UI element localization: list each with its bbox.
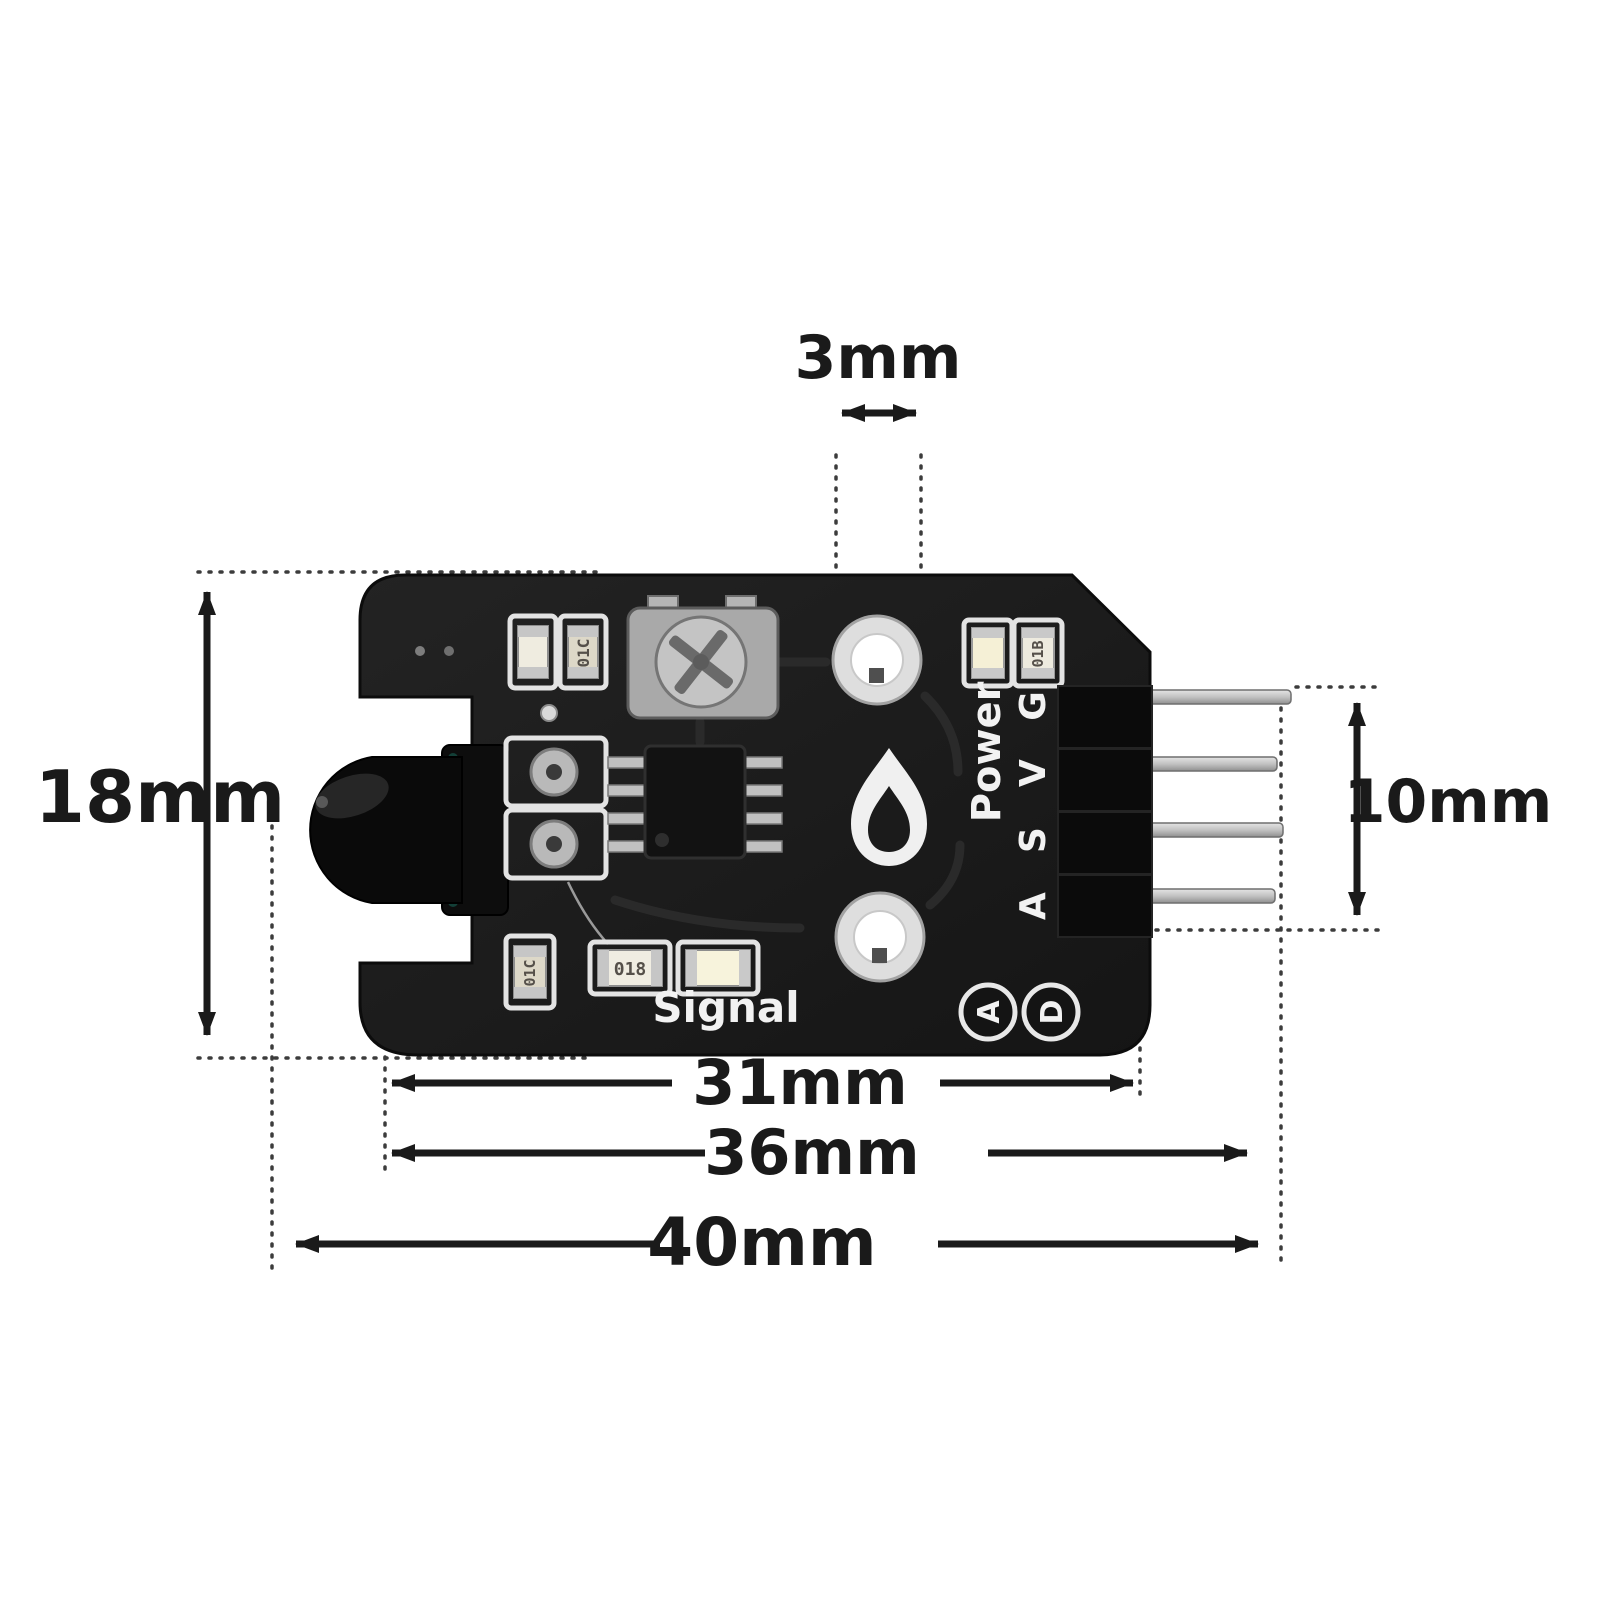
- jumper-pad-a: [958, 982, 1018, 1042]
- hole-center-marker: [869, 668, 884, 683]
- test-pad-dot: [540, 704, 558, 722]
- dim-10mm-label: 10mm: [1344, 767, 1553, 837]
- smd-label: 018: [614, 959, 647, 980]
- smd-silk: [507, 613, 559, 691]
- pot-screw-center: [693, 654, 709, 670]
- via-dot: [415, 646, 425, 656]
- ic-chip: [607, 744, 783, 860]
- pin-label-s: S: [1013, 827, 1054, 853]
- jumper-pad-d: [1021, 982, 1081, 1042]
- ir-led-gloss: [315, 773, 389, 819]
- pin-label-v: V: [1013, 759, 1054, 787]
- pad-silk-bottom: [503, 807, 609, 881]
- smd-power-led: [971, 627, 1005, 679]
- ir-led-dome: [309, 756, 463, 904]
- dim-40mm-label: 40mm: [647, 1204, 876, 1281]
- smd-silk: [503, 933, 557, 1011]
- solder-pad-hole: [546, 836, 562, 852]
- smd-led: [517, 625, 549, 679]
- smd-silk: [1011, 617, 1065, 689]
- pcb-traces: [610, 657, 965, 933]
- signal-label: Signal: [652, 983, 799, 1032]
- via-dot: [444, 646, 454, 656]
- hole-center-marker: [872, 948, 887, 963]
- ic-body: [643, 744, 747, 860]
- header-plastic: [1057, 685, 1153, 938]
- dim-31mm-label: 31mm: [692, 1046, 908, 1119]
- smd-resistor: 01C: [513, 945, 547, 999]
- smd-resistor: 01B: [1021, 627, 1055, 679]
- smd-label: 01C: [521, 959, 539, 986]
- dimension-annotations: 3mm 18mm 10mm 31mm 36mm 40mm: [35, 323, 1552, 1281]
- pin-label-g: G: [1013, 691, 1054, 721]
- smd-group-top-left: 01C: [507, 613, 609, 691]
- pin-label-a: A: [1013, 892, 1054, 920]
- smd-silk: [557, 613, 609, 691]
- jumper-pad-a-label: A: [972, 1000, 1007, 1024]
- power-label: Power: [964, 681, 1010, 822]
- mounting-hole-top: [831, 614, 923, 706]
- output-pads: A D: [958, 982, 1081, 1042]
- ic-pin1-dot: [655, 833, 669, 847]
- trimmer-potentiometer: [626, 595, 780, 720]
- header-pin-labels: G V S A: [1013, 691, 1054, 920]
- smd-resistor: 01C: [567, 625, 599, 679]
- ir-led: [309, 744, 509, 916]
- smd-group-top-right: 01B: [961, 617, 1065, 689]
- smd-group-bottom: 01C 018: [503, 933, 761, 1011]
- smd-label: 01C: [574, 639, 593, 668]
- mounting-hole-bottom: [834, 891, 926, 983]
- pin-header: [1057, 685, 1292, 938]
- pad-silk-top: [503, 735, 609, 809]
- solder-pad-hole: [546, 764, 562, 780]
- jumper-pad-d-label: D: [1035, 1000, 1070, 1025]
- ir-led-spec: [316, 796, 328, 808]
- flame-logo-icon: [851, 748, 927, 866]
- smd-silk: [587, 939, 673, 997]
- sensor-module: 01C: [309, 573, 1292, 1057]
- smd-silk: [675, 939, 761, 997]
- smd-label: 01B: [1029, 640, 1047, 667]
- smd-resistor-018: 018: [597, 949, 663, 987]
- thin-wire-trace: [566, 881, 609, 945]
- hole-bore: [850, 633, 904, 687]
- dim-3mm-label: 3mm: [795, 323, 962, 393]
- led-solder-pads: [503, 735, 609, 881]
- dim-36mm-label: 36mm: [704, 1116, 920, 1189]
- dim-18mm-label: 18mm: [35, 755, 285, 839]
- smd-signal-led: [685, 949, 751, 987]
